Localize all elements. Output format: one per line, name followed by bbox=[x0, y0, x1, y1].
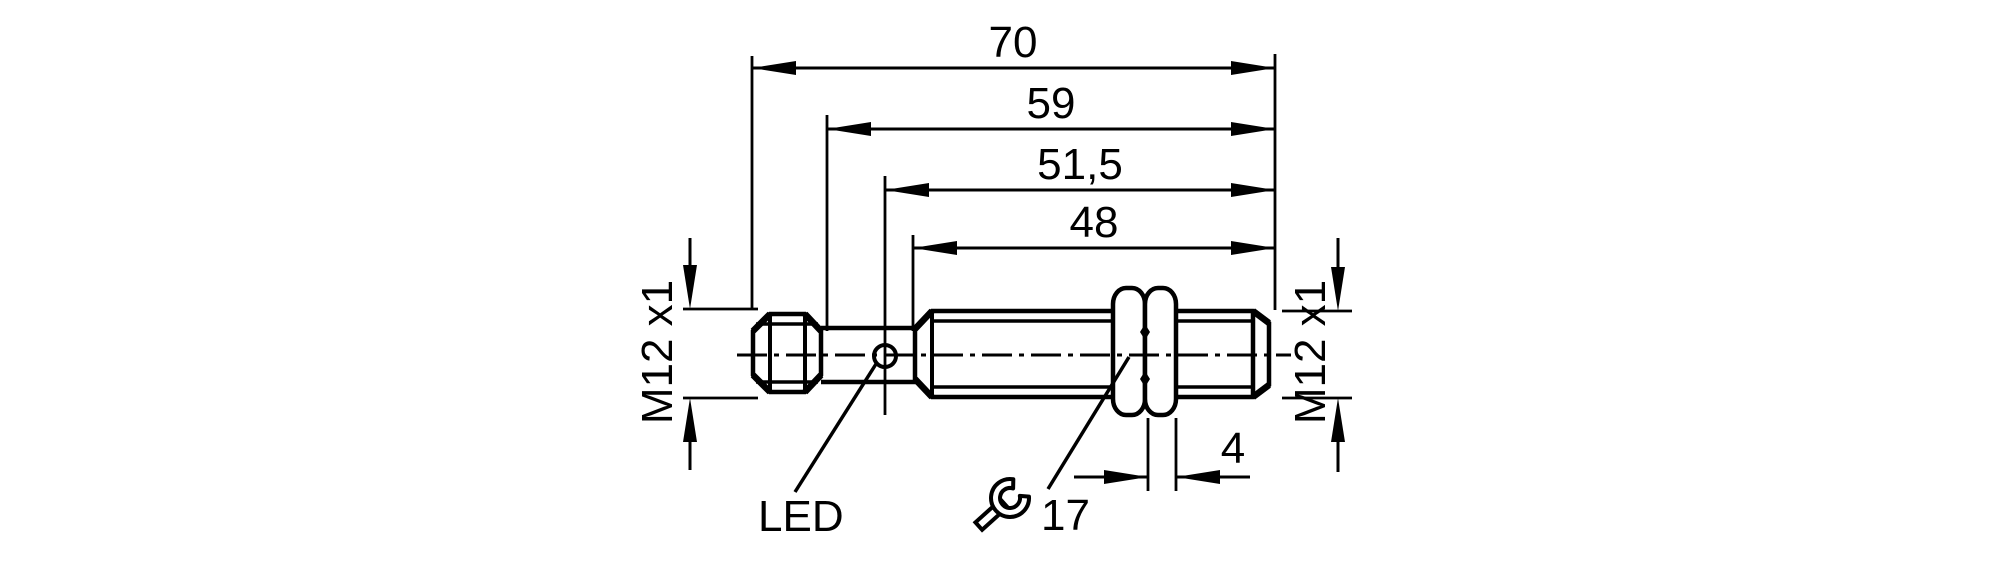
dim-70-label: 70 bbox=[989, 18, 1038, 67]
wrench-size-label: 17 bbox=[1041, 491, 1090, 540]
connector-thread-label: M12 x1 bbox=[633, 280, 682, 424]
dimension-connector-thread: M12 x1 bbox=[633, 238, 758, 470]
dimension-body-length: 59 bbox=[827, 79, 1275, 136]
dimension-led-position: 51,5 bbox=[885, 140, 1275, 197]
arrowhead-down-icon bbox=[1331, 267, 1345, 311]
lock-nut bbox=[1110, 285, 1179, 418]
connector-chamfers bbox=[750, 311, 824, 395]
dimension-overall-length: 70 bbox=[752, 18, 1275, 75]
led-label: LED bbox=[758, 492, 844, 541]
wrench-icon bbox=[972, 476, 1031, 533]
connector-thread bbox=[750, 311, 824, 395]
arrowhead-left-icon bbox=[913, 241, 957, 255]
arrowhead-right-icon bbox=[1231, 183, 1275, 197]
dim-51-5-label: 51,5 bbox=[1037, 140, 1123, 189]
dimension-thread-length: 48 bbox=[913, 198, 1275, 255]
nut-facet-edge-mark bbox=[1140, 371, 1150, 387]
arrowhead-left-icon bbox=[752, 61, 796, 75]
barrel-chamfers bbox=[912, 308, 1271, 400]
dimension-nut-thickness: 4 bbox=[1074, 418, 1250, 491]
arrowhead-up-icon bbox=[1331, 398, 1345, 442]
arrowhead-left-icon bbox=[885, 183, 929, 197]
nut-facet-right bbox=[1142, 285, 1179, 418]
arrowhead-right-icon bbox=[1231, 61, 1275, 75]
nut-facet-left bbox=[1110, 285, 1148, 418]
wrench-leader-line bbox=[1046, 356, 1131, 490]
led-leader-line bbox=[793, 363, 878, 493]
arrowhead-down-icon bbox=[683, 265, 697, 309]
dim-4-label: 4 bbox=[1221, 424, 1245, 473]
wrench-size-callout: 17 bbox=[972, 356, 1131, 540]
dimension-sensing-thread: M12 x1 bbox=[1282, 238, 1352, 472]
arrowhead-right-icon bbox=[1231, 122, 1275, 136]
arrowhead-up-icon bbox=[683, 398, 697, 442]
extension-lines bbox=[750, 54, 1277, 415]
sensor-neck bbox=[821, 325, 916, 385]
arrowhead-left-icon bbox=[1176, 470, 1220, 484]
arrowhead-right-icon bbox=[1104, 470, 1148, 484]
arrowhead-left-icon bbox=[827, 122, 871, 136]
sensing-thread-label: M12 x1 bbox=[1286, 280, 1335, 424]
arrowhead-right-icon bbox=[1231, 241, 1275, 255]
dim-48-label: 48 bbox=[1070, 198, 1119, 247]
nut-facet-edge-mark bbox=[1140, 324, 1150, 340]
led-indicator-icon bbox=[872, 343, 898, 369]
led-indicator: LED bbox=[758, 343, 898, 541]
dim-59-label: 59 bbox=[1027, 79, 1076, 128]
